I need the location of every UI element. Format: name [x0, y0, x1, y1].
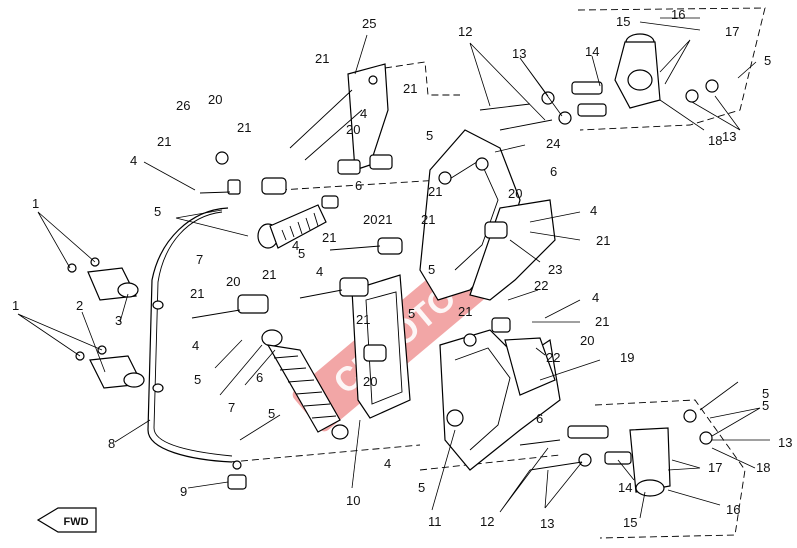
- callout-11: 11: [428, 514, 442, 529]
- callout-5: 5: [762, 398, 769, 413]
- callout-22: 22: [534, 278, 548, 293]
- knuckle-lower: [439, 317, 561, 471]
- callout-21: 21: [190, 286, 204, 301]
- callout-21: 21: [403, 81, 417, 96]
- lower-shock-absorber: [261, 329, 349, 440]
- callout-21: 21: [421, 212, 435, 227]
- callout-leader-lines: [17, 17, 770, 519]
- callout-21: 21: [157, 134, 171, 149]
- callout-6: 6: [256, 370, 263, 385]
- callout-20: 20: [508, 186, 522, 201]
- callout-6: 6: [536, 411, 543, 426]
- upper-shock-absorber: [257, 195, 339, 249]
- callout-20: 20: [363, 212, 377, 227]
- callout-21: 21: [378, 212, 392, 227]
- callout-21: 21: [237, 120, 251, 135]
- callout-26: 26: [176, 98, 190, 113]
- callout-20: 20: [208, 92, 222, 107]
- callout-20: 20: [346, 122, 360, 137]
- callout-4: 4: [292, 238, 299, 253]
- callout-5: 5: [154, 204, 161, 219]
- callout-21: 21: [595, 314, 609, 329]
- lower-control-arm: [191, 225, 476, 419]
- callout-6: 6: [355, 178, 362, 193]
- callout-21: 21: [596, 233, 610, 248]
- callout-5: 5: [418, 480, 425, 495]
- callout-4: 4: [192, 338, 199, 353]
- callout-6: 6: [550, 164, 557, 179]
- callout-20: 20: [580, 333, 594, 348]
- callout-8: 8: [108, 436, 115, 451]
- fwd-arrow-icon: FWD: [36, 507, 97, 533]
- callout-4: 4: [360, 106, 367, 121]
- callout-1: 1: [32, 196, 39, 211]
- callout-5: 5: [426, 128, 433, 143]
- callout-21: 21: [428, 184, 442, 199]
- callout-16: 16: [726, 502, 740, 517]
- callout-3: 3: [115, 313, 122, 328]
- callout-18: 18: [756, 460, 770, 475]
- callout-5: 5: [764, 53, 771, 68]
- callout-5: 5: [194, 372, 201, 387]
- callout-25: 25: [362, 16, 376, 31]
- callout-15: 15: [623, 515, 637, 530]
- callout-21: 21: [315, 51, 329, 66]
- callout-13: 13: [540, 516, 554, 531]
- upper-control-arm: [199, 63, 393, 195]
- callout-21: 21: [458, 304, 472, 319]
- upper-right-hub: [479, 33, 719, 131]
- callout-20: 20: [363, 374, 377, 389]
- callout-7: 7: [196, 252, 203, 267]
- callout-17: 17: [708, 460, 722, 475]
- callout-16: 16: [671, 7, 685, 22]
- callout-20: 20: [226, 274, 240, 289]
- callout-19: 19: [620, 350, 634, 365]
- callout-12: 12: [458, 24, 472, 39]
- callout-21: 21: [262, 267, 276, 282]
- callout-17: 17: [725, 24, 739, 39]
- callout-4: 4: [592, 290, 599, 305]
- callout-14: 14: [585, 44, 599, 59]
- callout-18: 18: [708, 133, 722, 148]
- callout-23: 23: [548, 262, 562, 277]
- knuckle-upper: [419, 129, 556, 301]
- lower-right-hub: [519, 409, 713, 497]
- callout-5: 5: [762, 386, 769, 401]
- assembly-dashed-outlines: [229, 7, 766, 539]
- callout-15: 15: [616, 14, 630, 29]
- callout-14: 14: [618, 480, 632, 495]
- callout-9: 9: [180, 484, 187, 499]
- callout-4: 4: [590, 203, 597, 218]
- fwd-label: FWD: [63, 516, 88, 528]
- stabilizer-bar: [147, 207, 233, 463]
- callout-13: 13: [778, 435, 792, 450]
- callout-21: 21: [322, 230, 336, 245]
- callout-21: 21: [356, 312, 370, 327]
- callout-4: 4: [130, 153, 137, 168]
- callout-22: 22: [546, 350, 560, 365]
- callout-12: 12: [480, 514, 494, 529]
- callout-2: 2: [76, 298, 83, 313]
- callout-10: 10: [346, 493, 360, 508]
- callout-5: 5: [298, 246, 305, 261]
- callout-13: 13: [512, 46, 526, 61]
- callout-13: 13: [722, 129, 736, 144]
- callout-4: 4: [384, 456, 391, 471]
- callout-4: 4: [316, 264, 323, 279]
- callout-7: 7: [228, 400, 235, 415]
- callout-5: 5: [428, 262, 435, 277]
- callout-5: 5: [268, 406, 275, 421]
- callout-1: 1: [12, 298, 19, 313]
- callout-24: 24: [546, 136, 560, 151]
- callout-5: 5: [408, 306, 415, 321]
- stabilizer-link: [227, 460, 247, 490]
